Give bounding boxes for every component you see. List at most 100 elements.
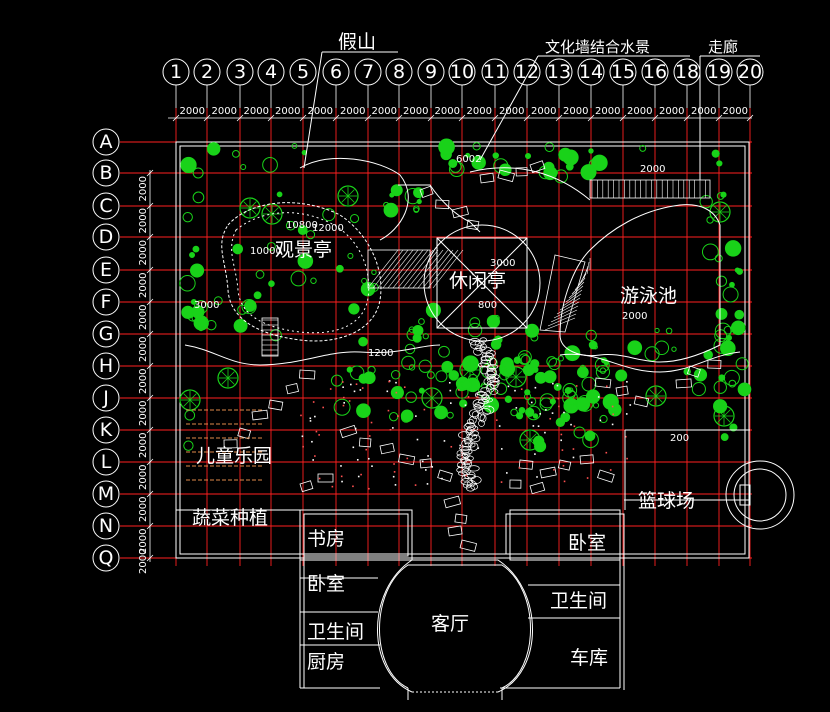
column-dimension: 2000 bbox=[595, 106, 620, 117]
paving-dot bbox=[599, 419, 602, 422]
plant-symbol bbox=[671, 346, 677, 352]
paving-dot bbox=[441, 477, 443, 480]
paving-dot bbox=[464, 404, 467, 407]
column-bubble: 2 bbox=[193, 58, 221, 108]
column-bubble-label: 3 bbox=[234, 61, 246, 83]
plant-symbol bbox=[412, 325, 424, 337]
plant-symbol bbox=[383, 202, 399, 218]
planting-layer bbox=[179, 138, 752, 453]
row-dimension: 2000 bbox=[138, 176, 149, 201]
paving-dot bbox=[342, 404, 345, 407]
row-dimension: 2000 bbox=[138, 305, 149, 330]
plant-symbol bbox=[266, 242, 276, 251]
column-dimension: 2000 bbox=[627, 106, 652, 117]
plant-symbol bbox=[723, 369, 740, 387]
plant-symbol bbox=[728, 379, 737, 388]
row-bubble-label: H bbox=[99, 355, 113, 377]
plant-symbol bbox=[358, 336, 368, 347]
paving-dot bbox=[371, 465, 373, 467]
paving-dot bbox=[500, 448, 503, 450]
room-bathroom-left: 卫生间 bbox=[307, 621, 364, 643]
plant-symbol bbox=[654, 327, 660, 334]
paving-dot bbox=[626, 457, 628, 460]
plant-symbol bbox=[418, 318, 425, 325]
paving-dot bbox=[450, 402, 452, 404]
plant-symbol bbox=[499, 360, 516, 377]
column-dimension: 2000 bbox=[435, 106, 460, 117]
stepping-stone bbox=[251, 409, 269, 421]
stepping-stone bbox=[317, 473, 334, 483]
row-bubble: D bbox=[92, 223, 120, 251]
plant-symbol bbox=[539, 393, 555, 409]
row-bubble-label: J bbox=[102, 387, 109, 409]
room-kitchen: 厨房 bbox=[307, 651, 345, 673]
room-bedroom-left: 卧室 bbox=[307, 573, 345, 595]
stepping-stone bbox=[419, 185, 434, 199]
paving-dot bbox=[322, 406, 324, 409]
room-garage: 车库 bbox=[570, 647, 608, 669]
plant-symbol bbox=[701, 243, 719, 261]
paving-dot bbox=[539, 413, 542, 415]
tree-symbol bbox=[421, 387, 443, 409]
stepping-stone bbox=[223, 439, 238, 449]
paving-dot bbox=[457, 389, 460, 391]
paving-dot bbox=[315, 430, 318, 433]
label-rockery: 假山 bbox=[338, 31, 376, 53]
tree-symbol bbox=[645, 385, 667, 407]
plant-symbol bbox=[539, 397, 553, 411]
plant-symbol bbox=[192, 191, 205, 204]
row-bubble-label: A bbox=[100, 131, 113, 153]
column-dimension: 2000 bbox=[403, 106, 428, 117]
paving-dot bbox=[395, 381, 397, 384]
paving-dot bbox=[395, 391, 398, 394]
plant-symbol bbox=[441, 360, 454, 373]
plant-symbol bbox=[418, 359, 432, 373]
pebble bbox=[465, 422, 475, 428]
plant-symbol bbox=[416, 198, 422, 205]
stepping-stone bbox=[237, 427, 252, 440]
column-bubble-label: 12 bbox=[515, 61, 539, 83]
paving-dot bbox=[477, 447, 480, 449]
stepping-stone bbox=[454, 513, 468, 524]
paving-dot bbox=[393, 471, 396, 473]
stepping-stone bbox=[597, 469, 615, 483]
column-bubble: 7 bbox=[354, 58, 382, 108]
plant-symbol bbox=[255, 270, 265, 279]
stepping-stone bbox=[451, 205, 469, 219]
paving-dot bbox=[427, 455, 429, 457]
plant-symbol bbox=[608, 403, 622, 417]
stepping-stone bbox=[398, 453, 416, 466]
plant-symbol bbox=[182, 211, 193, 223]
paving-dot bbox=[309, 417, 312, 420]
paving-dot bbox=[312, 459, 314, 461]
column-dimension: 2000 bbox=[499, 106, 524, 117]
pebble bbox=[458, 470, 467, 476]
stepping-stones bbox=[223, 160, 722, 552]
row-bubble: F bbox=[92, 288, 120, 316]
paving-dot bbox=[426, 483, 429, 485]
pebble bbox=[460, 458, 472, 466]
plant-symbol bbox=[418, 387, 425, 394]
column-dimension: 2000 bbox=[308, 106, 333, 117]
column-bubble: 9 bbox=[417, 58, 445, 108]
paving-dot bbox=[570, 423, 572, 426]
plant-symbol bbox=[699, 195, 713, 209]
plant-symbol bbox=[297, 225, 308, 236]
elev-mark: 10000 bbox=[250, 246, 282, 257]
paving-dot bbox=[392, 427, 394, 429]
paving-dot bbox=[403, 386, 406, 389]
paving-dot bbox=[386, 390, 389, 393]
plant-symbol bbox=[525, 323, 540, 338]
plant-symbol bbox=[471, 155, 486, 170]
paving-dot bbox=[387, 409, 390, 412]
paving-dot bbox=[340, 475, 343, 478]
pebble bbox=[466, 485, 475, 492]
plant-symbol bbox=[390, 184, 403, 197]
column-dimension: 2000 bbox=[372, 106, 397, 117]
paving-dot bbox=[500, 481, 503, 483]
corridor-pergola bbox=[589, 179, 711, 199]
plant-symbol bbox=[413, 187, 424, 199]
paving-dot bbox=[562, 464, 565, 467]
paving-dot bbox=[413, 460, 415, 463]
